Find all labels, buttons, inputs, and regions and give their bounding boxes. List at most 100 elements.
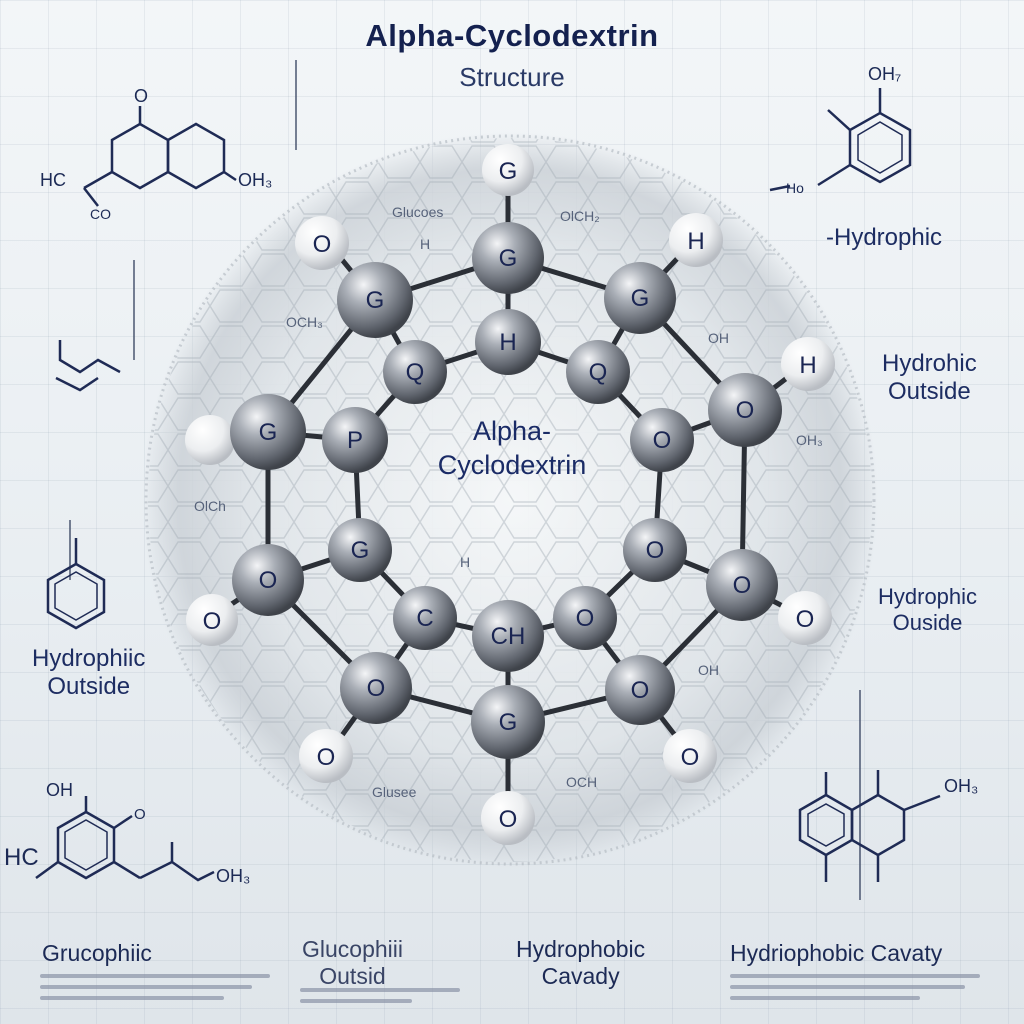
atom-label: P (347, 427, 363, 454)
atom-label: O (367, 675, 386, 702)
chem-label-o: O (134, 86, 149, 106)
ring-atom: G (328, 518, 392, 582)
atom-label: C (416, 605, 433, 632)
ring-atom: G (472, 222, 544, 294)
structure-left-mid (46, 340, 121, 630)
ring-atom: O (340, 652, 412, 724)
ring-atom: O (706, 549, 778, 621)
label-hydrophiic-outside: Hydrophiic Outside (32, 645, 145, 701)
atom-label: O (796, 606, 815, 633)
ring-atom: O (630, 408, 694, 472)
label-line: Hydrophiic (32, 645, 146, 672)
label-hydrohic-outside: Hydrohic Outside (882, 350, 977, 406)
atom-label: O (736, 397, 755, 424)
label-line: Hydrophobic (516, 936, 646, 962)
atom-bottom-left: O (299, 729, 353, 783)
faint-olch-left: OlCh (194, 498, 226, 514)
atom-label: G (499, 245, 518, 272)
structure-top-left (83, 106, 237, 207)
atom-label: G (499, 709, 518, 736)
center-label-line2: Cyclodextrin (437, 450, 587, 480)
atom-label: O (313, 231, 332, 258)
atom-label: G (631, 285, 650, 312)
chem-label-hc: HC (40, 170, 66, 190)
atom-label: O (499, 806, 518, 833)
faint-h-center: H (460, 554, 471, 570)
label-line: Hydrohic (882, 350, 977, 377)
atom-label: O (259, 567, 278, 594)
faint-och: OCH₃ (286, 314, 323, 330)
atom-label: O (646, 537, 665, 564)
atom-label: G (259, 419, 278, 446)
atom-label: H (499, 329, 516, 356)
label-hydrophic-right: -Hydrophic (826, 224, 943, 251)
faint-glusee: Glusee (372, 784, 417, 800)
atom-label: O (681, 744, 700, 771)
ring-atom: O (708, 373, 782, 447)
chem-label-oh: OH (46, 780, 73, 800)
faint-oh3: OH₃ (796, 432, 823, 448)
atom-left-upper (185, 415, 235, 465)
ring-atom: P (322, 407, 388, 473)
label-line: Cavady (541, 963, 620, 989)
faint-och-bottom: OCH (566, 774, 598, 790)
atom-label: Q (589, 359, 608, 386)
ring-atom: Q (566, 340, 630, 404)
atom-label: O (653, 427, 672, 454)
atom-bottom: O (481, 791, 535, 845)
ring-atom: O (553, 586, 617, 650)
atom-left-lower: O (186, 594, 238, 646)
faint-h: H (420, 236, 431, 252)
atom-right-upper: H (781, 337, 835, 391)
ring-atom: Q (383, 340, 447, 404)
atom-top: G (482, 144, 534, 196)
atom-label: O (317, 744, 336, 771)
page-title: Alpha-Cyclodextrin (365, 18, 659, 53)
structure-bottom-left (35, 796, 215, 882)
chem-label-oh3-2: OH₃ (216, 866, 251, 886)
ring-atom: G (337, 262, 413, 338)
chem-label-oh3: OH₃ (238, 170, 273, 190)
center-label: Alpha- Cyclodextrin (412, 414, 612, 482)
chem-label-o2: O (134, 806, 146, 823)
ring-atom: G (604, 262, 676, 334)
ring-atom: G (230, 394, 306, 470)
label-hydrophobic-cavady: Hydrophobic Cavady (516, 936, 645, 990)
faint-oh-lower: OH (698, 662, 719, 678)
label-line: Outside (887, 378, 971, 405)
ring-atom: O (232, 544, 304, 616)
chem-label-ho: Ho (786, 180, 804, 196)
chem-label-hc2: HC (4, 844, 39, 871)
label-line: Ouside (892, 610, 963, 635)
label-line: Outsid (319, 963, 386, 989)
atom-label: H (799, 352, 816, 379)
label-grucophiic: Grucophiic (42, 940, 152, 966)
atom-label: O (631, 677, 650, 704)
page-subtitle: Structure (459, 62, 565, 92)
atom-right-lower: O (778, 591, 832, 645)
center-label-line1: Alpha- (472, 416, 552, 446)
chem-label-oh7: OH₇ (868, 64, 902, 84)
atom-label: H (687, 228, 704, 255)
atom-bottom-right: O (663, 729, 717, 783)
label-hydrophic-ouside: Hydrophic Ouside (878, 584, 977, 636)
atom-upper-left: O (295, 216, 349, 270)
label-hydriophobic-cavaty: Hydriophobic Cavaty (730, 940, 943, 966)
ring-atom: C (393, 586, 457, 650)
chem-label-oh3-3: OH₃ (944, 776, 979, 796)
caption-text-lines (730, 974, 980, 1007)
ring-atom: O (623, 518, 687, 582)
atom-label: O (203, 608, 222, 635)
label-glucophiii-outsid: Glucophiii Outsid (302, 936, 403, 990)
atom-label: G (351, 537, 370, 564)
ring-atom: H (475, 309, 541, 375)
atom-label: G (499, 158, 518, 185)
halo-edge (144, 134, 876, 866)
faint-glucoes: Glucoes (392, 204, 444, 220)
atom-upper-right: H (669, 213, 723, 267)
faint-olch: OlCH₂ (560, 208, 600, 224)
chem-label-co: CO (90, 206, 111, 222)
caption-text-lines (300, 988, 460, 1010)
structure-bottom-right (798, 770, 941, 882)
label-line: Outside (47, 673, 131, 700)
